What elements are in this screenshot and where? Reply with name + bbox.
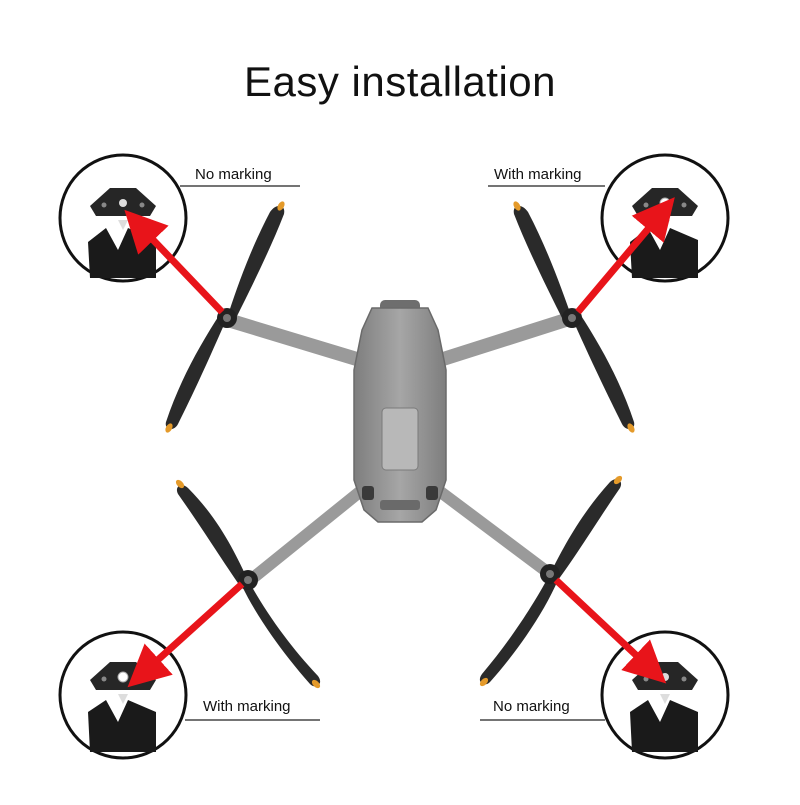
page-title: Easy installation [244,58,556,105]
propeller-rear-left [175,479,321,689]
red-arrow-icon [553,577,667,684]
propeller-front-left [165,201,285,433]
arms [221,311,579,588]
red-arrows [124,197,675,688]
red-arrow-icon [124,209,225,315]
label-bottom-left: With marking [203,698,291,715]
detail-circle-bottom-right [600,630,730,760]
propeller-front-right [513,201,635,433]
propeller-rear-right [479,475,623,687]
arm-rear-right [432,484,556,580]
drone-body [353,300,447,523]
label-bottom-right: No marking [493,698,570,715]
label-top-right: With marking [494,166,582,183]
arm-front-left [221,313,367,367]
detail-circle-top-left [58,153,188,283]
label-top-left: No marking [195,166,272,183]
arm-rear-left [242,484,368,588]
label-underlines [180,185,605,721]
arm-front-right [433,311,579,367]
red-arrow-icon [575,197,675,315]
red-arrow-icon [127,581,245,688]
